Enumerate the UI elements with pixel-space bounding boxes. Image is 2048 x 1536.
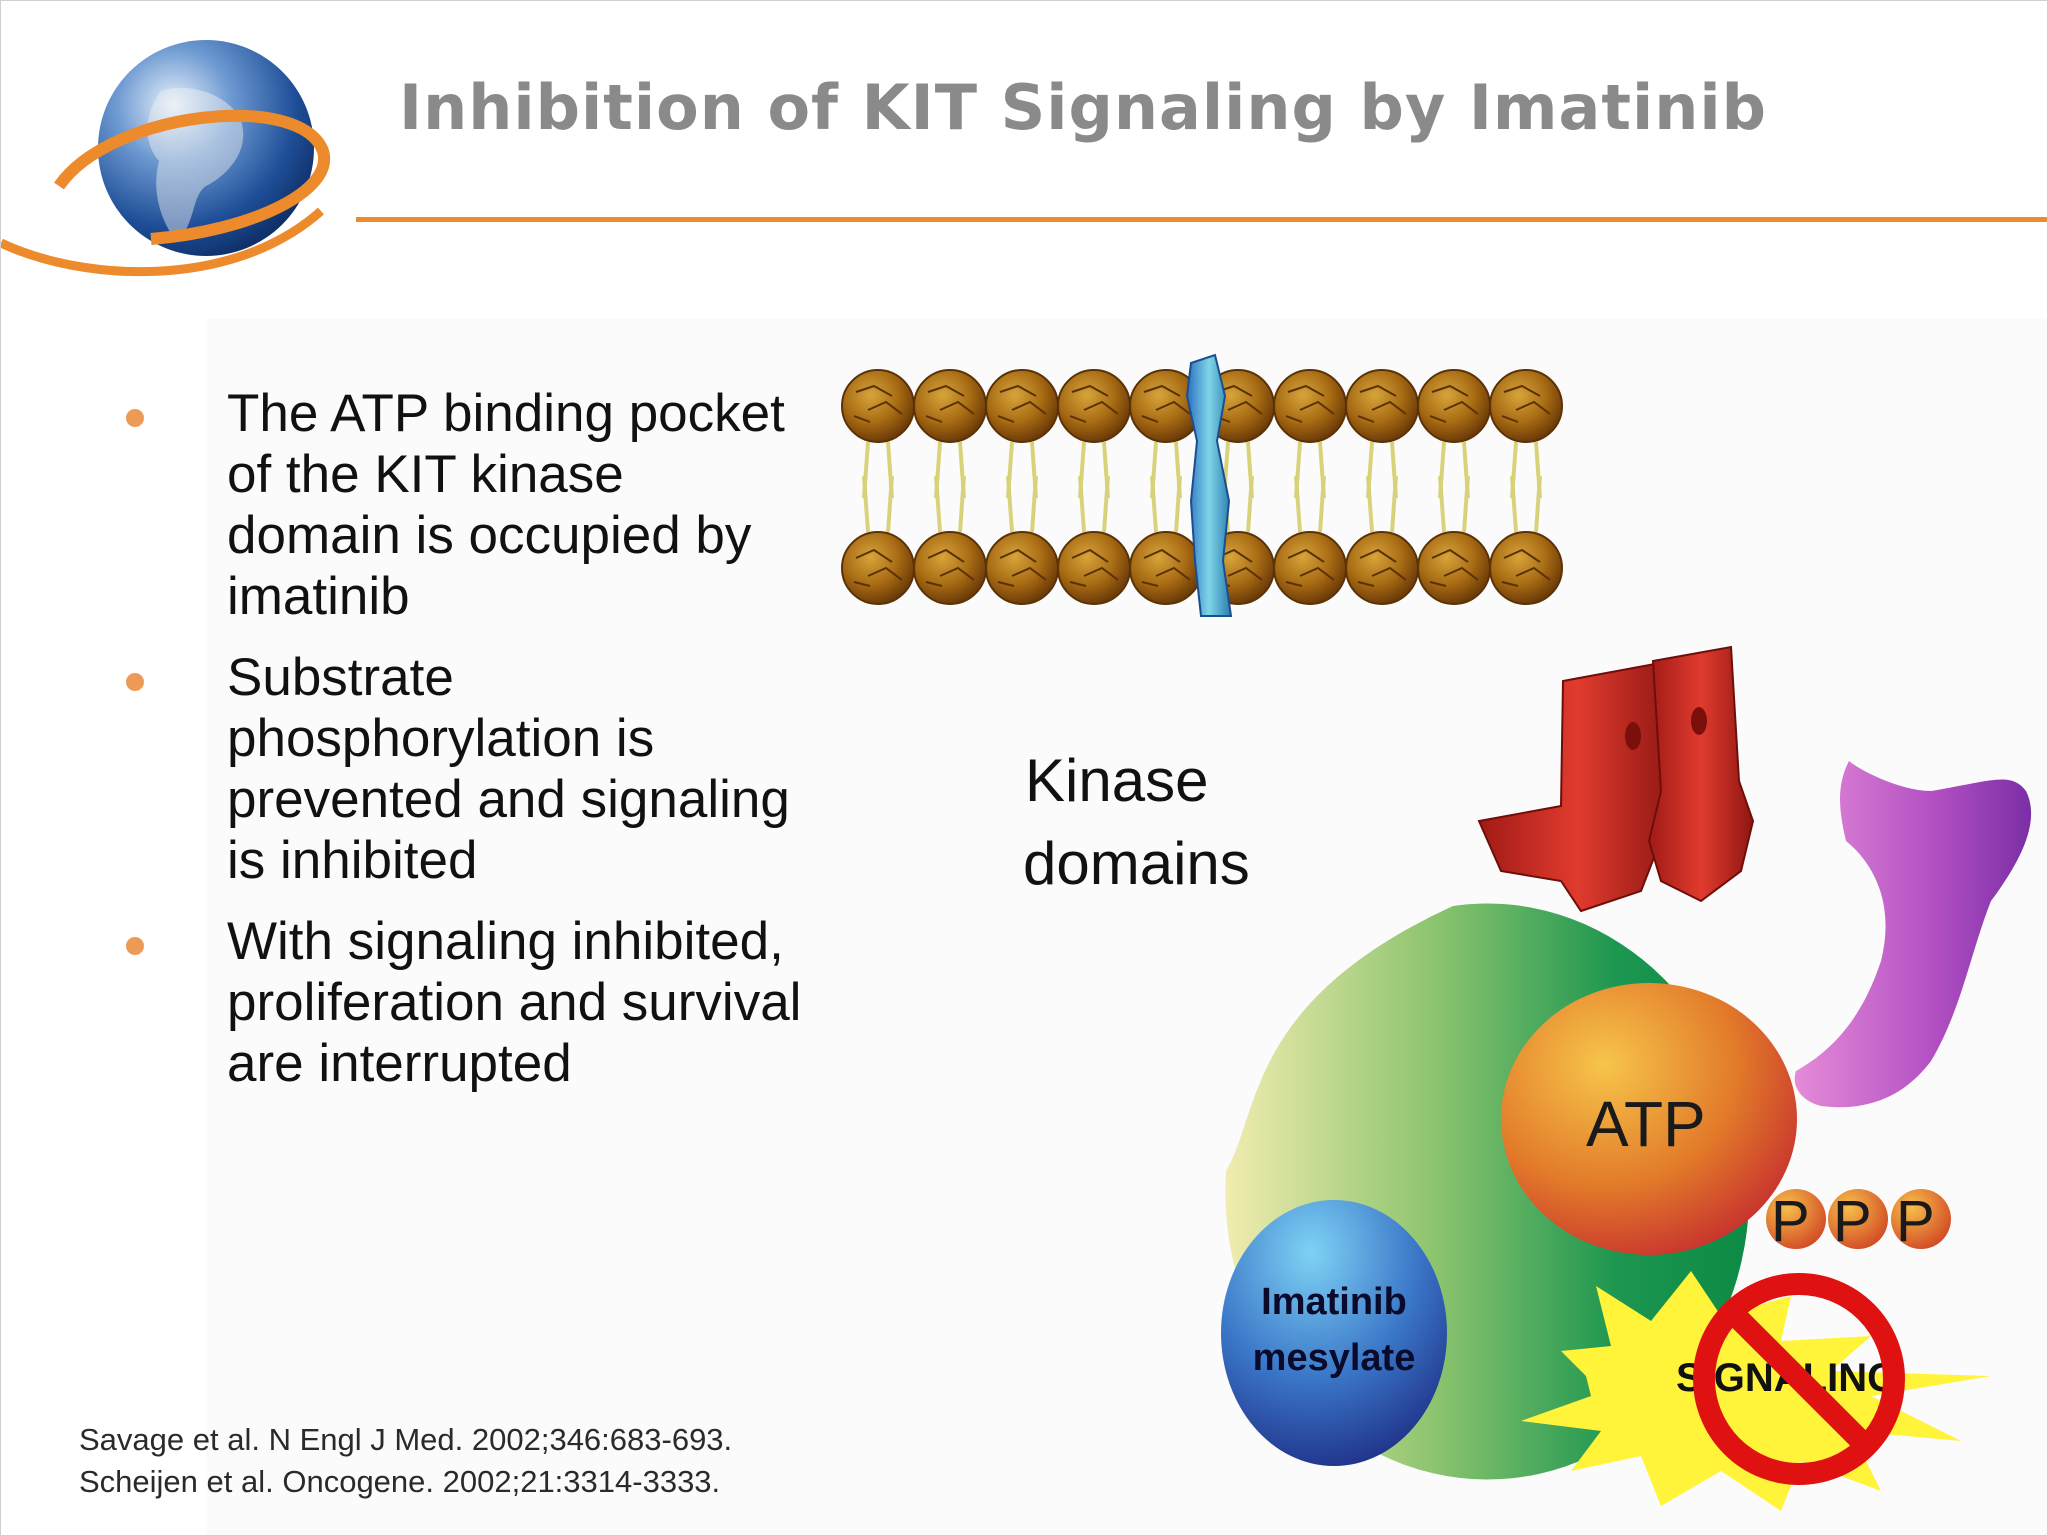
globe-with-orbit-icon	[1, 40, 331, 277]
imatinib-molecule: Imatinib mesylate	[1221, 1200, 1447, 1466]
slide-title: Inhibition of KIT Signaling by Imatinib	[399, 71, 1768, 144]
phosphate-label-2: P	[1833, 1189, 1872, 1254]
blocked-signaling: SIGNALING	[1521, 1271, 1991, 1511]
phosphate-groups: P P P	[1766, 1189, 1951, 1254]
bullet-text: With signaling inhibited, proliferation …	[227, 912, 802, 1093]
bullet-dot-icon	[126, 409, 144, 427]
title-underline	[356, 217, 2047, 222]
bullet-text: Substrate phosphorylation is prevented a…	[227, 648, 790, 890]
bullet-dot-icon	[126, 673, 144, 691]
citation-2: Scheijen et al. Oncogene. 2002;21:3314-3…	[79, 1464, 721, 1499]
bullet-item: With signaling inhibited, proliferation …	[111, 911, 811, 1094]
atp-molecule: ATP	[1501, 983, 1797, 1255]
citations: Savage et al. N Engl J Med. 2002;346:683…	[79, 1419, 732, 1503]
bullet-text: The ATP binding pocket of the KIT kinase…	[227, 384, 785, 626]
imatinib-label-line1: Imatinib	[1261, 1281, 1407, 1323]
bullet-item: The ATP binding pocket of the KIT kinase…	[111, 383, 811, 627]
bullet-list: The ATP binding pocket of the KIT kinase…	[111, 383, 811, 1114]
bullet-item: Substrate phosphorylation is prevented a…	[111, 647, 811, 891]
kinase-label-line2: domains	[1023, 830, 1250, 897]
phosphate-label-3: P	[1896, 1189, 1935, 1254]
imatinib-label-line2: mesylate	[1253, 1337, 1416, 1379]
kit-transmembrane-helix	[1185, 353, 1233, 617]
citation-1: Savage et al. N Engl J Med. 2002;346:683…	[79, 1422, 733, 1457]
signaling-starburst	[1521, 1271, 1991, 1511]
phosphate-label-1: P	[1771, 1189, 1810, 1254]
substrate-molecule-purple	[1794, 761, 2032, 1108]
atp-label: ATP	[1586, 1088, 1706, 1160]
prohibited-icon	[1693, 1273, 1905, 1485]
substrate-boots	[1477, 645, 1755, 913]
bullet-dot-icon	[126, 937, 144, 955]
kinase-label-line1: Kinase	[1025, 747, 1208, 814]
